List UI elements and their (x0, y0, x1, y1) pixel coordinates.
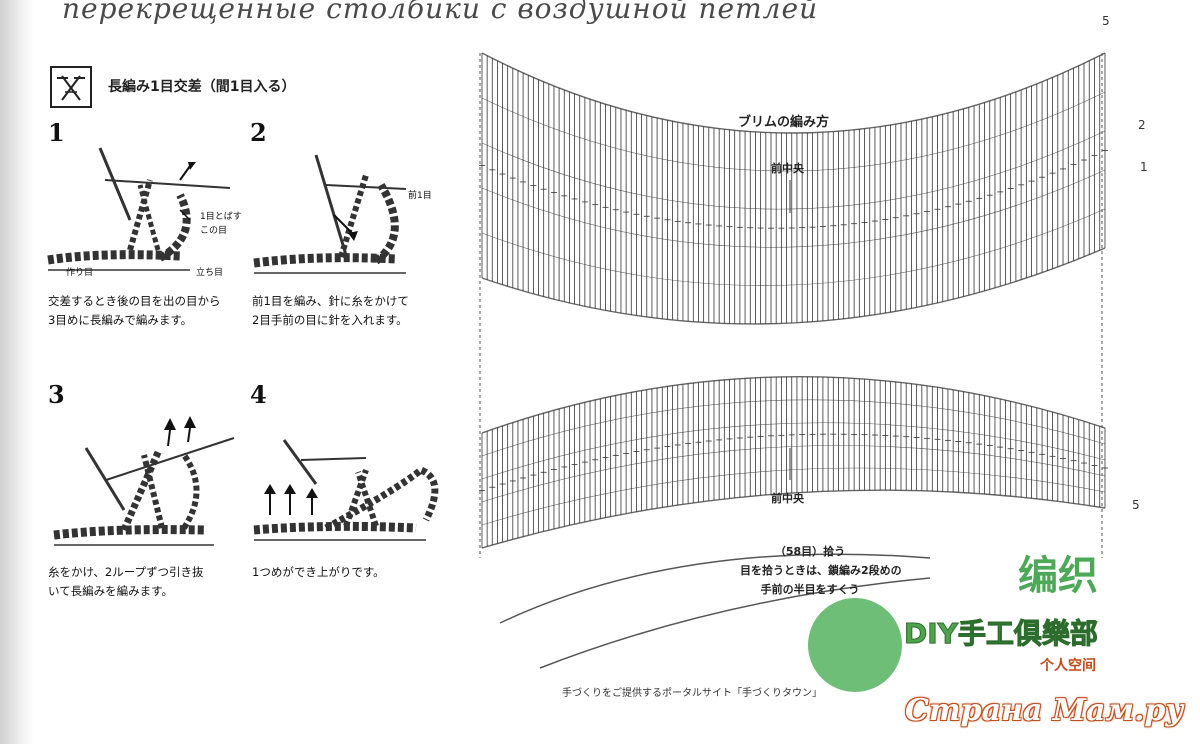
step-4-text: 1つめができ上がりです。 (252, 563, 452, 582)
step-1-label-standing: 立ち目 (196, 268, 224, 278)
section-title: 長編み1目交差（間1目入る） (108, 79, 296, 95)
step-1-number: 1 (48, 118, 65, 147)
pickup-curve-outer (499, 553, 931, 624)
pickup-curve-inner (539, 577, 931, 669)
step-3-illustration (53, 416, 235, 546)
pickup-note-line-2: 目を拾うときは、鎖編み2段めの (740, 564, 902, 577)
pickup-note-line-1: （58目）拾う (774, 545, 846, 558)
row-marker-5-top: 5 (1102, 14, 1110, 28)
step-3-number: 3 (48, 380, 65, 409)
step-2-label-front: 前1目 (408, 191, 432, 201)
brim-upper-row-line (481, 169, 1106, 248)
row-marker-1: 1 (1140, 160, 1148, 174)
pickup-note: （58目）拾う 目を拾うときは、鎖編み2段めの 手前の半目をすくう (740, 542, 902, 599)
row-marker-2: 2 (1138, 118, 1146, 132)
page-title: перекрещенные столбики с воздушной петле… (62, 0, 819, 25)
step-2-text-line-1: 前1目を編み、針に糸をかけて (252, 294, 409, 308)
step-1-text-line-2: 3目めに長編みで編みます。 (48, 313, 193, 327)
step-4-text-line-1: 1つめができ上がりです。 (252, 565, 385, 579)
step-1-illustration (47, 147, 231, 271)
watermark-diy-club: DIY手工俱樂部 (904, 617, 1099, 651)
watermark-personal-space: 个人空间 (1040, 658, 1096, 674)
center-front-top-label: 前中央 (771, 162, 804, 175)
step-2-text: 前1目を編み、針に糸をかけて 2目手前の目に針を入れます。 (252, 292, 452, 330)
row-marker-5-bottom: 5 (1132, 498, 1140, 512)
footer-source-text: 手づくりをご提供するポータルサイト「手づくりタウン」 (562, 688, 822, 699)
center-front-bottom-label: 前中央 (771, 492, 804, 505)
watermark-site-name: Страна Мам.ру (905, 693, 1184, 728)
brim-lower-row-line (481, 422, 1106, 480)
step-4-number: 4 (250, 380, 267, 409)
brim-lower-row-line (481, 376, 1106, 434)
brim-upper-row-line (481, 247, 1106, 325)
pickup-note-line-3: 手前の半目をすくう (760, 583, 860, 596)
brim-lower-row-line (481, 399, 1106, 457)
step-1-text-line-1: 交差するとき後の目を出の目から (48, 294, 221, 308)
watermark-knit-logo: 编织 (1018, 553, 1098, 599)
brim-upper-panel (479, 52, 1108, 325)
step-3-text: 糸をかけ、2ループずつ引き抜 いて長編みを編みます。 (48, 563, 248, 601)
crossed-stitch-symbol-icon (50, 66, 92, 108)
step-3-text-line-2: いて長編みを編みます。 (48, 584, 174, 598)
step-1-text: 交差するとき後の目を出の目から 3目めに長編みで編みます。 (48, 292, 248, 330)
step-1-label-base: 作り目 (66, 268, 94, 278)
brim-chart-title: ブリムの編み方 (738, 115, 830, 130)
step-1-label-skip: 1目とばす (200, 212, 242, 222)
step-1-label-this: この目 (200, 226, 228, 236)
step-4-illustration (253, 439, 439, 541)
watermark-circle-logo (808, 598, 902, 692)
step-2-number: 2 (250, 118, 267, 147)
brim-lower-panel (479, 376, 1108, 549)
page-edge-shadow (0, 0, 34, 744)
step-3-text-line-1: 糸をかけ、2ループずつ引き抜 (48, 565, 204, 579)
brim-crochet-chart (479, 52, 1108, 669)
step-2-illustration (253, 154, 407, 274)
step-2-text-line-2: 2目手前の目に針を入れます。 (252, 313, 408, 327)
